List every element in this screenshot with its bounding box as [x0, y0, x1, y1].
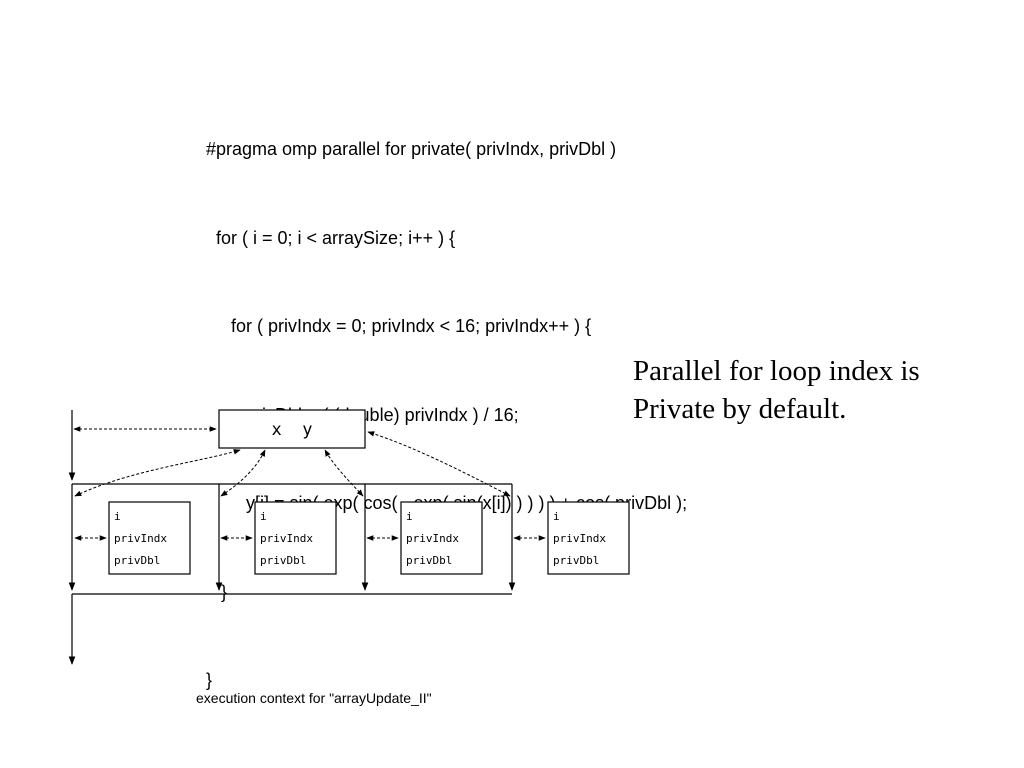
note-line-2: Private by default. [633, 393, 847, 425]
shared-vars-box [218, 409, 366, 449]
shared-access-thread-1 [74, 449, 241, 497]
private-var-privdbl: privDbl [406, 554, 452, 567]
code-line-outer-for: for ( i = 0; i < arraySize; i++ ) { [206, 227, 456, 248]
private-box-4: i privIndx privDbl [547, 501, 630, 575]
private-var-privdbl: privDbl [553, 554, 599, 567]
code-line-inner-for: for ( privIndx = 0; privIndx < 16; privI… [206, 316, 592, 336]
annotation-note: Parallel for loop index is Private by de… [633, 352, 1013, 428]
private-box-2: i privIndx privDbl [254, 501, 337, 575]
shared-access-thread-3 [324, 449, 364, 497]
private-var-privdbl: privDbl [114, 554, 160, 567]
private-var-privindx: privIndx [260, 532, 313, 545]
private-var-privdbl: privDbl [260, 554, 306, 567]
code-line-outer-close: } [206, 670, 213, 690]
diagram-caption: execution context for "arrayUpdate_II" [196, 690, 432, 706]
shared-access-thread-4 [367, 431, 511, 497]
private-var-i: i [553, 510, 560, 523]
private-box-3: i privIndx privDbl [400, 501, 483, 575]
private-var-i: i [260, 510, 267, 523]
private-box-1: i privIndx privDbl [108, 501, 191, 575]
private-var-privindx: privIndx [553, 532, 606, 545]
private-var-privindx: privIndx [406, 532, 459, 545]
code-listing: #pragma omp parallel for private( privIn… [206, 76, 687, 725]
shared-vars-label: x y [272, 420, 313, 440]
private-var-privindx: privIndx [114, 532, 167, 545]
code-line-pragma: #pragma omp parallel for private( privIn… [206, 139, 617, 159]
note-line-1: Parallel for loop index is [633, 355, 920, 387]
private-var-i: i [406, 510, 413, 523]
private-var-i: i [114, 510, 121, 523]
code-line-inner-close: } [206, 581, 228, 602]
shared-access-thread-2 [220, 449, 266, 497]
